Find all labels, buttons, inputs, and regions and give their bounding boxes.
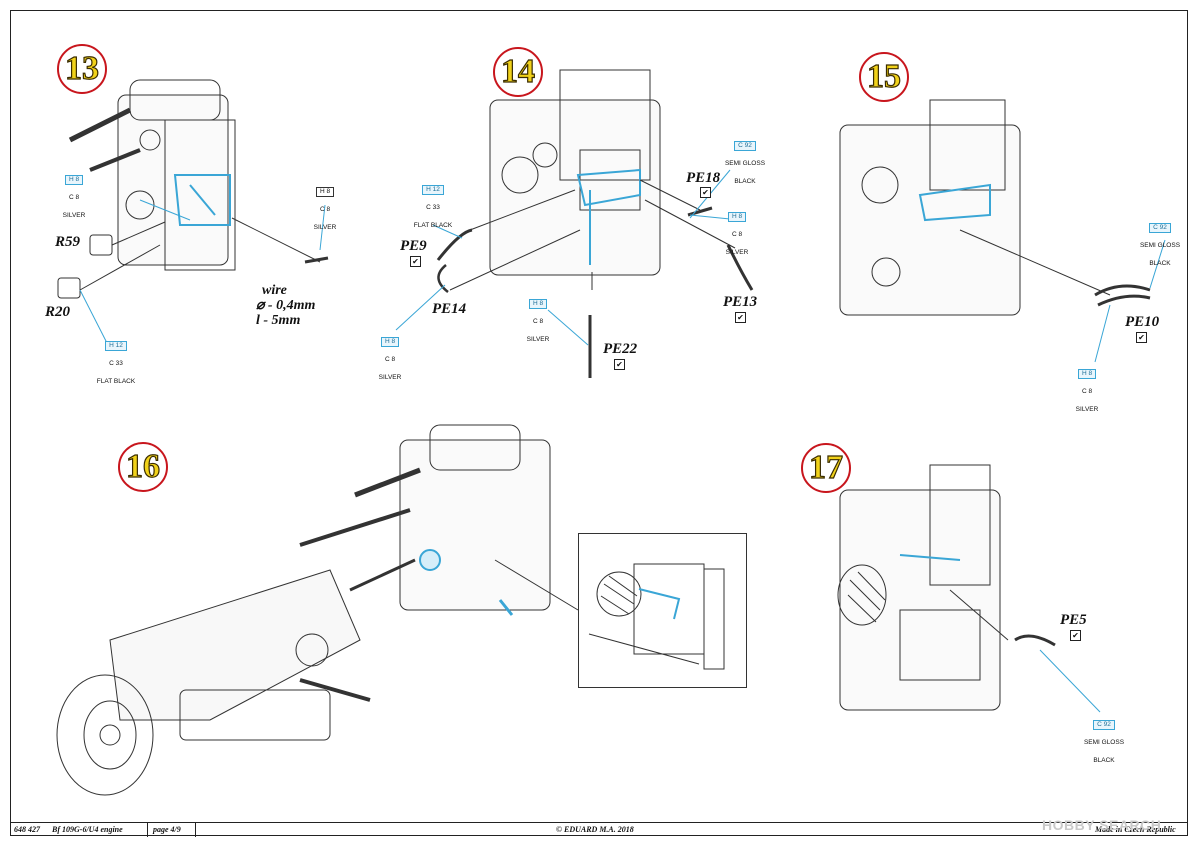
step15-engine-drawing (839, 99, 1166, 363)
check-box: ✔ (1070, 630, 1081, 641)
check-box: ✔ (700, 187, 711, 198)
step-17-badge: 17 (801, 443, 851, 493)
footer-divider (195, 823, 196, 837)
detail-inset (578, 533, 747, 688)
color-callout-silver: H 8 C 8 SILVER (313, 187, 337, 231)
step17-engine-drawing (837, 464, 1101, 713)
check-box: ✔ (410, 256, 421, 267)
wire-diameter: ⌀ - 0,4mm (256, 298, 316, 313)
color-callout-flat-black: H 12 C 33 FLAT BLACK (413, 185, 453, 229)
color-callout-silver: H 8 C 8 SILVER (725, 212, 749, 256)
part-label-pe18: PE18 (686, 170, 721, 186)
footer-divider (147, 823, 148, 837)
part-label-r59: R59 (55, 234, 81, 250)
instruction-page-frame (10, 10, 1188, 836)
check-box: ✔ (614, 359, 625, 370)
check-box: ✔ (1136, 332, 1147, 343)
color-callout-semi-gloss-black: C 92 SEMI GLOSS BLACK (1083, 720, 1125, 764)
detail-inset-drawing (588, 563, 725, 670)
step-13-badge: 13 (57, 44, 107, 94)
footer-product-code: 648 427 (14, 825, 40, 834)
footer-page-number: page 4/9 (153, 825, 181, 834)
color-callout-silver: H 8 C 8 SILVER (526, 299, 550, 343)
wire-note: wire ⌀ - 0,4mm l - 5mm (256, 283, 315, 328)
step14-engine-drawing (395, 69, 754, 378)
check-box: ✔ (735, 312, 746, 323)
page-footer: 648 427 Bf 109G-6/U4 engine page 4/9 © E… (10, 822, 1188, 837)
wire-title: wire (262, 283, 287, 298)
part-label-pe13: PE13 (723, 294, 758, 310)
step13-engine-drawing (57, 79, 329, 346)
color-callout-flat-black: H 12 C 33 FLAT BLACK (96, 341, 136, 385)
part-label-pe10: PE10 (1125, 314, 1160, 330)
footer-made-in: Made in Czech Republic (1095, 825, 1176, 834)
step-14-badge: 14 (493, 47, 543, 97)
part-label-pe5: PE5 (1060, 612, 1087, 628)
part-label-r20: R20 (45, 304, 71, 320)
part-label-pe9: PE9 (400, 238, 427, 254)
step-15-badge: 15 (859, 52, 909, 102)
part-label-pe14: PE14 (432, 301, 467, 317)
color-callout-silver: H 8 C 8 SILVER (378, 337, 402, 381)
step16-engine-drawing (56, 424, 579, 796)
wire-length: l - 5mm (256, 313, 301, 328)
watermark-logo: HOBBY SEARCH (1042, 817, 1162, 833)
footer-copyright: © EDUARD M.A. 2018 (556, 825, 634, 834)
color-callout-semi-gloss-black: C 92 SEMI GLOSS BLACK (724, 141, 766, 185)
color-callout-semi-gloss-black: C 92 SEMI GLOSS BLACK (1139, 223, 1181, 267)
step-16-badge: 16 (118, 442, 168, 492)
part-label-pe22: PE22 (603, 341, 638, 357)
footer-title: Bf 109G-6/U4 engine (52, 825, 123, 834)
color-callout-silver: H 8 C 8 SILVER (1075, 369, 1099, 413)
color-callout-silver: H 8 C 8 SILVER (62, 175, 86, 219)
